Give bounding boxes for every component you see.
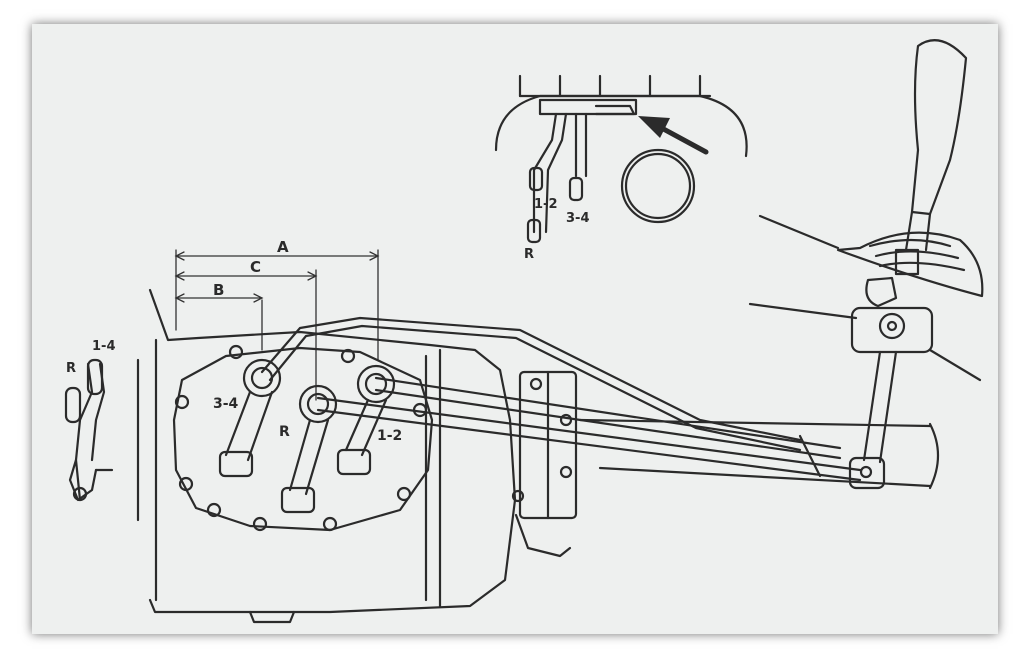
gearbox-housing [136,288,517,624]
rail-label-r: R [279,424,290,440]
arrow-icon [638,116,709,155]
rail-label-12: 1-2 [377,428,402,444]
inset-label-r: R [524,247,534,262]
dimension-lines [174,249,380,401]
inset-label-34: 3-4 [566,211,590,226]
rail-label-34: 3-4 [213,396,239,412]
gear-linkage-diagram: A C B 3-4 R 1-2 [64,39,984,624]
flange-joint [511,370,578,558]
selector-shafts [218,358,396,514]
dimension-label-b: B [213,281,224,299]
inset-label-12: 1-2 [534,197,558,212]
dimension-label-a: A [277,238,289,256]
dimension-label-c: C [250,258,261,276]
linkage-rods [260,316,940,490]
diagram-page: A C B 3-4 R 1-2 [32,24,998,634]
gear-lever-assembly [748,39,984,490]
side-label-14: 1-4 [92,339,116,354]
side-detail-linkage [64,358,114,502]
inset-detail [494,74,748,244]
side-label-r: R [66,361,76,376]
